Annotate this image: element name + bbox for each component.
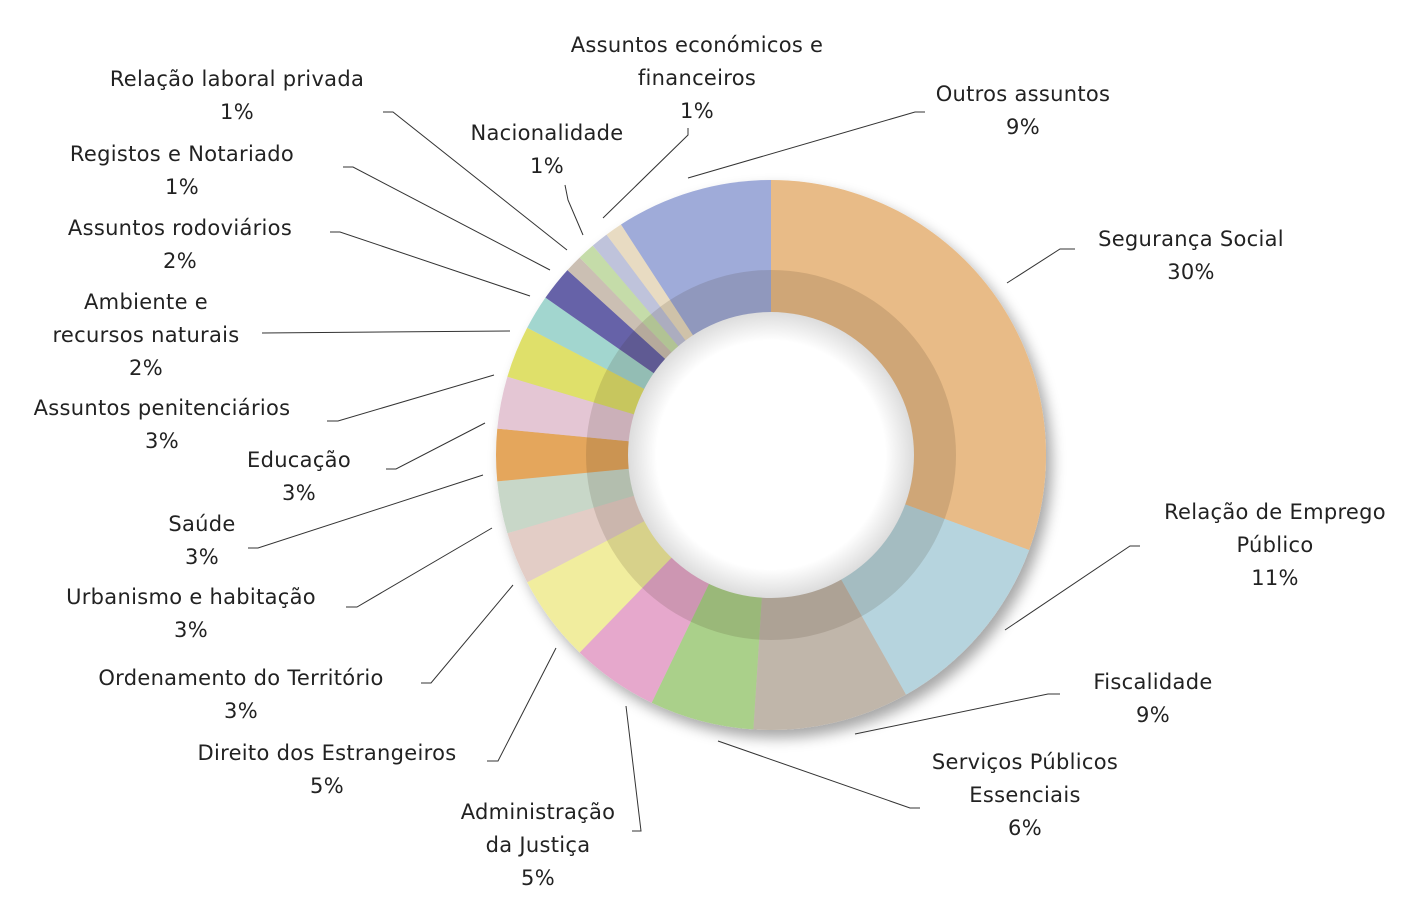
data-label-percent: 1% [220, 100, 254, 124]
data-label-category: da Justiça [486, 833, 591, 857]
data-label-percent: 5% [521, 866, 555, 890]
data-label-category: Relação de Emprego [1164, 500, 1386, 524]
leader-line-educacao [386, 422, 486, 470]
leader-line-fiscalidade [854, 693, 1060, 735]
data-label-percent: 9% [1006, 115, 1040, 139]
leader-line-assuntos-rodoviarios [330, 231, 531, 297]
leader-line-nacionalidade [564, 184, 584, 236]
data-label-category: Ordenamento do Território [98, 666, 383, 690]
leader-line-relacao-de-emprego-publico [1004, 545, 1140, 631]
leader-line-registos-e-notariado [343, 166, 551, 271]
donut-hole [628, 312, 914, 598]
leader-line-relacao-laboral-privada [383, 111, 568, 251]
data-label-percent: 9% [1136, 703, 1170, 727]
slice-labels: Segurança Social 30% Relação de EmpregoPúb… [34, 33, 1386, 890]
data-label-category: Assuntos penitenciários [34, 396, 291, 420]
data-label-category: Registos e Notariado [70, 142, 294, 166]
data-label-percent: 1% [680, 99, 714, 123]
leader-line-direito-dos-estrangeiros [487, 647, 557, 762]
data-label-percent: 3% [145, 429, 179, 453]
data-label-category: Outros assuntos [936, 82, 1111, 106]
data-label-category: Assuntos rodoviários [68, 216, 292, 240]
leader-line-administracao-da-justica [625, 705, 642, 832]
data-label-category: Nacionalidade [470, 121, 623, 145]
data-label-category: Fiscalidade [1093, 670, 1212, 694]
data-label-percent: 5% [310, 774, 344, 798]
leader-line-outros-assuntos [687, 111, 925, 179]
data-label-category: Ambiente e [84, 290, 208, 314]
data-label-category: Segurança Social [1098, 227, 1284, 251]
data-label-percent: 2% [129, 356, 163, 380]
data-label-category: Público [1236, 533, 1313, 557]
data-label-category: financeiros [638, 66, 756, 90]
data-label-percent: 3% [174, 618, 208, 642]
data-label-category: Administração [461, 800, 616, 824]
data-label-category: recursos naturais [52, 323, 239, 347]
leader-line-assuntos-economicos-e-financeiros [602, 128, 689, 219]
leader-line-ordenamento-do-territorio [421, 584, 514, 684]
data-label-percent: 1% [165, 175, 199, 199]
data-label-percent: 1% [530, 154, 564, 178]
data-label-percent: 6% [1008, 816, 1042, 840]
leader-lines [248, 111, 1140, 832]
data-label-percent: 3% [282, 481, 316, 505]
leader-line-ambiente-e-recursos-naturais [261, 330, 511, 334]
data-label-percent: 2% [163, 249, 197, 273]
leader-line-urbanismo-e-habitacao [346, 527, 493, 608]
data-label-category: Urbanismo e habitação [66, 585, 316, 609]
data-label-category: Serviços Públicos [932, 750, 1118, 774]
data-label-percent: 30% [1167, 260, 1215, 284]
data-label-percent: 3% [224, 699, 258, 723]
leader-line-servicos-publicos-essenciais [717, 740, 920, 809]
data-label-category: Relação laboral privada [110, 67, 364, 91]
data-label-category: Assuntos económicos e [571, 33, 824, 57]
leader-line-saude [248, 474, 484, 549]
leader-line-assuntos-penitenciarios [327, 374, 495, 422]
data-label-percent: 11% [1251, 566, 1299, 590]
data-label-category: Direito dos Estrangeiros [198, 741, 457, 765]
data-label-category: Essenciais [969, 783, 1080, 807]
leader-line-seguranca-social [1006, 248, 1075, 284]
data-label-category: Educação [247, 448, 351, 472]
data-label-percent: 3% [185, 545, 219, 569]
data-label-category: Saúde [168, 512, 235, 536]
